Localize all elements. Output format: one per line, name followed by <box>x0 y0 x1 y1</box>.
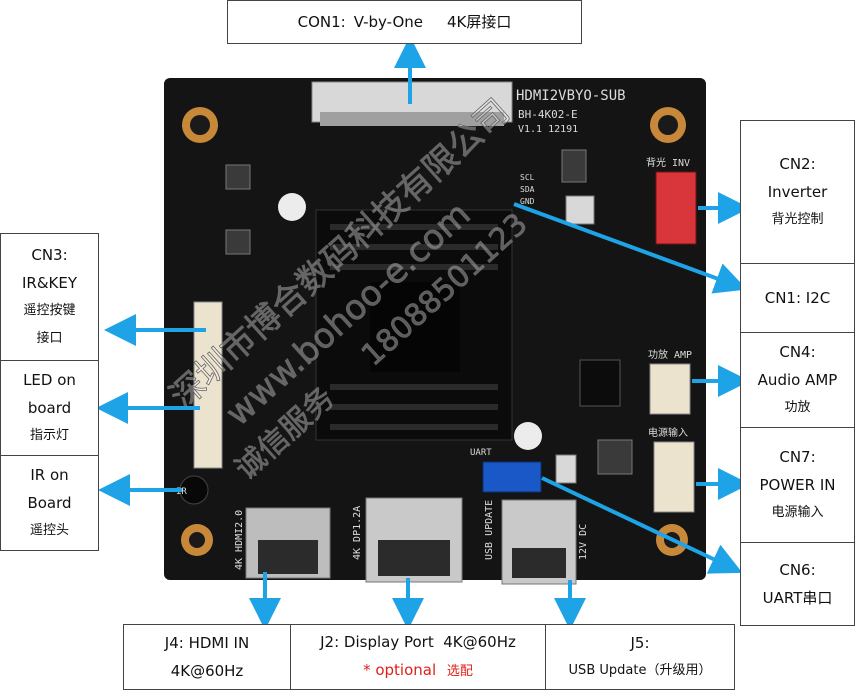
silk-uart: UART <box>470 448 492 458</box>
cn3-name: CN3: <box>31 246 68 264</box>
cn3-line3: 接口 <box>36 331 63 346</box>
mount-hole-tl <box>182 107 218 143</box>
inductor-1 <box>225 164 251 190</box>
ir-line1: IR on <box>30 466 69 484</box>
j4-line2: 4K@60Hz <box>170 662 244 680</box>
j2-optional-cn: 选配 <box>446 664 473 679</box>
label-j5: J5: USB Update（升级用） <box>545 624 735 690</box>
led-line1: LED on <box>23 371 76 389</box>
mount-hole-bl <box>181 524 213 556</box>
cn6-name: CN6: <box>779 561 816 579</box>
usb-port <box>501 499 577 585</box>
mount-hole-tr <box>650 107 686 143</box>
con1-name: CON1: <box>297 13 346 31</box>
con1-line1b: 4K屏接口 <box>447 13 512 31</box>
cn4-line2: 功放 <box>784 400 811 415</box>
cn2-connector <box>655 171 697 245</box>
cn7-connector <box>653 441 695 513</box>
cn4-connector <box>649 363 691 415</box>
label-led: LED on board 指示灯 <box>0 360 99 456</box>
j5-line1: J5: <box>630 634 650 652</box>
arrow-cn1 <box>513 202 748 294</box>
silk-gnd: GND <box>520 197 535 206</box>
inductor-2 <box>225 229 251 255</box>
j2-line1: J2: Display Port 4K@60Hz <box>320 633 516 651</box>
cn6-connector <box>482 461 542 493</box>
inductor-4 <box>597 439 633 475</box>
label-cn4: CN4: Audio AMP 功放 <box>740 332 855 428</box>
cn7-name: CN7: <box>779 448 816 466</box>
silk-amp: 功放 AMP <box>648 348 692 361</box>
cn7-line1: POWER IN <box>759 476 836 494</box>
silk-scl: SCL <box>520 173 535 182</box>
inductor-3 <box>561 149 587 183</box>
led-line3: 指示灯 <box>29 428 69 443</box>
hdmi-port <box>245 507 331 579</box>
label-j4: J4: HDMI IN 4K@60Hz <box>123 624 291 690</box>
cn4-line1: Audio AMP <box>757 371 838 389</box>
label-cn3: CN3: IR&KEY 遥控按键 接口 <box>0 233 99 361</box>
board-part: BH-4K02-E <box>518 108 578 121</box>
heatsink <box>315 209 513 441</box>
label-cn2: CN2: Inverter 背光控制 <box>740 120 855 264</box>
label-j2: J2: Display Port 4K@60Hz * optional 选配 <box>290 624 546 690</box>
label-cn1: CN1: I2C <box>740 263 855 333</box>
cn2-line1: Inverter <box>767 183 828 201</box>
cn1-name: CN1: I2C <box>764 289 831 307</box>
label-con1: CON1: V-by-One 4K屏接口 <box>227 0 582 44</box>
ir-line3: 遥控头 <box>29 523 69 538</box>
cn2-name: CN2: <box>779 155 816 173</box>
cn3-line1: IR&KEY <box>21 274 78 292</box>
silk-power: 电源输入 <box>648 426 688 439</box>
silk-backlight: 背光 INV <box>646 156 690 169</box>
led-line2: board <box>27 399 72 417</box>
arrow-cn6 <box>541 476 743 574</box>
standoff-bottom <box>514 422 542 450</box>
audio-ic <box>579 359 621 407</box>
capacitor <box>565 195 595 225</box>
label-ir: IR on Board 遥控头 <box>0 455 99 551</box>
board-model: HDMI2VBYO-SUB <box>516 88 626 104</box>
j2-optional: * optional <box>363 661 437 679</box>
silk-usb: USB UPDATE <box>484 500 495 560</box>
standoff-top <box>278 193 306 221</box>
label-cn7: CN7: POWER IN 电源输入 <box>740 427 855 543</box>
cn6-line1: UART串口 <box>762 589 833 607</box>
silk-sda: SDA <box>520 185 535 194</box>
board-version: V1.1 12191 <box>518 124 578 135</box>
cn4-name: CN4: <box>779 343 816 361</box>
cn3-line2: 遥控按键 <box>23 303 76 318</box>
cn7-line2: 电源输入 <box>771 505 824 520</box>
con1-line1: V-by-One <box>353 13 424 31</box>
label-cn6: CN6: UART串口 <box>740 542 855 626</box>
ir-line2: Board <box>27 494 72 512</box>
silk-hdmi: 4K HDMI2.0 <box>234 510 245 570</box>
silk-dp: 4K DP1.2A <box>352 506 363 560</box>
cn2-line2: 背光控制 <box>771 212 824 227</box>
silk-dc: 12V DC <box>578 524 589 560</box>
j4-line1: J4: HDMI IN <box>164 634 250 652</box>
dp-port <box>365 497 463 583</box>
j5-line2: USB Update（升级用） <box>568 663 712 678</box>
capacitor-2 <box>555 454 577 484</box>
